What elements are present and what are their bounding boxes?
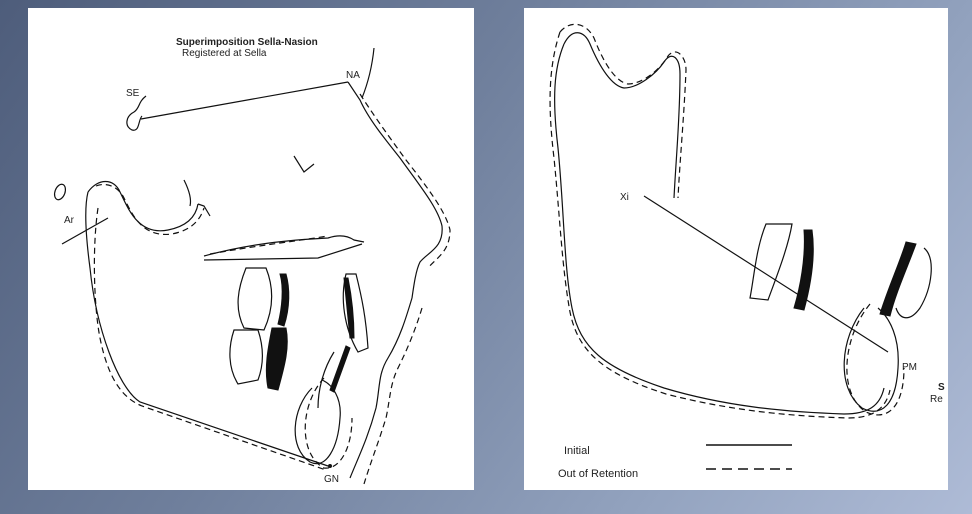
- mandible-tracing-svg: Xi PM S Re Initial Out of Retention: [549, 23, 945, 480]
- xi-pm-line: [643, 195, 889, 353]
- cropped-subtitle-fragment: Re: [930, 394, 943, 405]
- upper-incisor-initial: [342, 273, 369, 353]
- incisor-initial: [895, 247, 932, 319]
- forehead-outline: [361, 47, 375, 99]
- sigmoid-notch-retention: [559, 23, 687, 199]
- soft-chin-retention: [363, 307, 423, 485]
- mandible-outline-retention: [549, 31, 891, 419]
- legend-label-out-of-retention: Out of Retention: [558, 468, 638, 480]
- palatal-plane-retention: [209, 235, 329, 255]
- landmark-se-label: SE: [126, 88, 140, 99]
- palatal-base: [203, 243, 363, 261]
- sella-turcica-outline: [126, 95, 147, 131]
- palatal-plane-initial: [203, 235, 365, 257]
- landmark-na-label: NA: [346, 70, 360, 81]
- lower-molar-retention: [265, 327, 288, 391]
- molar-initial: [749, 223, 793, 301]
- legend: Initial Out of Retention: [558, 444, 792, 480]
- mandible-outline-retention: [93, 183, 327, 471]
- symphysis-retention: [304, 377, 353, 469]
- condyle-outline: [53, 183, 67, 201]
- legend-label-initial: Initial: [564, 445, 590, 457]
- diagram-title: Superimposition Sella-Nasion: [176, 37, 318, 48]
- incisor-retention: [879, 241, 917, 317]
- coronoid-initial: [183, 179, 192, 207]
- symphysis-retention: [846, 303, 905, 416]
- landmark-gn-label: GN: [324, 474, 339, 485]
- left-superimposition-panel: Superimposition Sella-Nasion Registered …: [28, 8, 474, 490]
- landmark-ar-label: Ar: [64, 215, 75, 226]
- lower-molar-initial: [229, 329, 264, 385]
- upper-incisor-retention: [343, 277, 355, 339]
- soft-chin-initial: [349, 297, 413, 479]
- mandible-outline-initial: [85, 180, 329, 467]
- orbit-mark: [293, 155, 315, 173]
- symphysis-initial: [843, 307, 899, 412]
- diagram-subtitle: Registered at Sella: [182, 48, 267, 59]
- ar-line: [61, 217, 109, 245]
- gnathion-point: [328, 464, 332, 468]
- upper-molar-retention: [277, 273, 290, 327]
- right-superimposition-panel: Xi PM S Re Initial Out of Retention: [524, 8, 948, 490]
- symphysis-initial: [294, 379, 341, 465]
- cropped-title-fragment: S: [938, 382, 945, 393]
- soft-tissue-profile-retention: [359, 93, 451, 269]
- sn-line: [140, 81, 349, 120]
- upper-molar-initial: [237, 267, 273, 331]
- lower-incisor-initial: [317, 351, 335, 409]
- lower-incisor-retention: [329, 345, 351, 393]
- cephalometric-tracing-svg: Superimposition Sella-Nasion Registered …: [53, 37, 451, 485]
- landmark-xi-label: Xi: [620, 192, 629, 203]
- landmark-pm-label: PM: [902, 362, 917, 373]
- molar-retention: [793, 229, 814, 311]
- sigmoid-notch-initial: [563, 32, 681, 199]
- soft-tissue-profile-initial: [347, 81, 443, 299]
- mandible-outline-initial: [554, 43, 885, 415]
